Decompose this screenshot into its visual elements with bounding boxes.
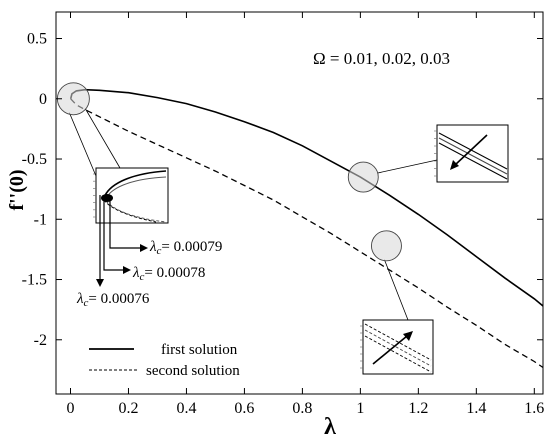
inset-first-arrowhead bbox=[450, 160, 459, 170]
plot-frame bbox=[55, 11, 544, 395]
zoom-connector bbox=[377, 159, 438, 174]
inset-first-line-1 bbox=[438, 132, 508, 170]
critical-arrowhead bbox=[123, 266, 131, 274]
zoom-connector bbox=[85, 108, 121, 169]
labels: f''(0) λ Ω = 0.01, 0.02, 0.03 first solu… bbox=[6, 49, 450, 440]
y-tick-label: -1.5 bbox=[22, 272, 47, 289]
inset-second-arrow bbox=[372, 335, 408, 365]
inset-second-frame bbox=[362, 319, 434, 375]
axes: 0 0.2 0.4 0.6 0.8 1 1.2 1.4 1.6 0.5 0 -0.5 -1 -1.5 -2 bbox=[22, 11, 544, 417]
first-solution-line bbox=[69, 88, 544, 307]
y-axis-label: f''(0) bbox=[6, 169, 28, 210]
zoom-connector bbox=[69, 112, 97, 177]
zoom-marker bbox=[56, 82, 90, 116]
zoom-marker bbox=[371, 230, 402, 262]
critical-lambda-label: λc= 0.00076 bbox=[76, 291, 150, 309]
inset-second-arrowhead bbox=[403, 331, 413, 341]
inset-second bbox=[360, 319, 434, 375]
inset-second-line-3 bbox=[364, 335, 432, 373]
x-tick-label: 0 bbox=[66, 400, 74, 417]
x-axis-label: λ bbox=[324, 414, 336, 440]
critical-leader bbox=[109, 195, 146, 249]
critical-lambda-label: λc= 0.00078 bbox=[132, 265, 205, 283]
y-tick-label: -0.5 bbox=[22, 151, 47, 168]
inset-critical-lower-branch bbox=[103, 199, 157, 223]
inset-first-frame bbox=[436, 124, 509, 183]
x-tick-label: 1 bbox=[356, 400, 364, 417]
parameter-annotation: Ω = 0.01, 0.02, 0.03 bbox=[313, 49, 450, 68]
insets-layer bbox=[93, 124, 509, 375]
y-tick-label: 0 bbox=[39, 91, 47, 108]
zoom-markers bbox=[56, 82, 402, 262]
inset-critical-lower-branch-2 bbox=[105, 200, 167, 223]
zoom-marker bbox=[347, 161, 379, 193]
legend-first-label: first solution bbox=[161, 342, 238, 358]
x-tick-label: 1.2 bbox=[408, 400, 428, 417]
x-tick-label: 0.8 bbox=[292, 400, 312, 417]
inset-critical bbox=[93, 167, 169, 224]
inset-first bbox=[434, 124, 509, 183]
critical-arrowhead bbox=[96, 279, 104, 287]
y-tick-label: -1 bbox=[34, 211, 47, 228]
critical-lambda-label: λc= 0.00079 bbox=[149, 239, 222, 257]
inset-first-line-2 bbox=[438, 137, 508, 175]
inset-second-line-2 bbox=[364, 329, 432, 367]
legend bbox=[89, 348, 137, 371]
x-tick-label: 0.6 bbox=[234, 400, 254, 417]
series-layer bbox=[69, 88, 544, 369]
inset-second-line-1 bbox=[364, 323, 432, 361]
x-tick-label: 1.4 bbox=[466, 400, 486, 417]
x-tick-label: 1.6 bbox=[524, 400, 544, 417]
critical-leader bbox=[103, 195, 128, 271]
second-solution-line bbox=[70, 98, 544, 369]
y-tick-label: 0.5 bbox=[27, 31, 47, 48]
x-tick-label: 0.4 bbox=[176, 400, 196, 417]
inset-first-line-3 bbox=[438, 142, 508, 180]
inset-first-arrow bbox=[454, 134, 488, 166]
critical-arrowhead bbox=[140, 244, 148, 252]
y-tick-label: -2 bbox=[34, 332, 47, 349]
legend-second-label: second solution bbox=[146, 363, 240, 379]
inset-critical-turning-points bbox=[101, 194, 113, 202]
x-tick-label: 0.2 bbox=[118, 400, 138, 417]
